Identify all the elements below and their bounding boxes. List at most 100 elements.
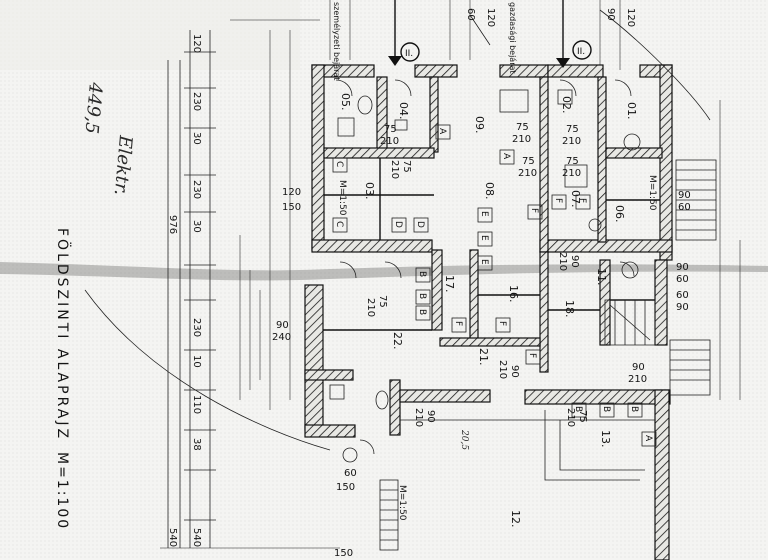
room-label-22: 12.: [509, 510, 522, 528]
dim-label: 210: [565, 408, 576, 427]
room-label-13: 17.: [443, 275, 456, 293]
faded-corner: [0, 0, 300, 70]
section-markers: II. II.: [400, 40, 592, 62]
dim-label: 75: [384, 124, 397, 135]
fixtures: [329, 89, 641, 463]
dim-label: 75: [577, 410, 588, 423]
local-scales: M=1:50 M=1:50 M=1:50: [337, 175, 657, 521]
dim-label: 90: [425, 410, 436, 423]
section-marker-1: II.: [405, 49, 413, 59]
entrance-label-service: gazdasági bejárat: [508, 2, 517, 74]
room-label-12: 16.: [507, 285, 520, 303]
side-dim: 976: [167, 215, 178, 234]
room-label-08: 08.: [483, 182, 496, 200]
dim-label: 150: [336, 482, 355, 493]
dim-label: 210: [413, 408, 424, 427]
left-dimension-chain: [167, 30, 216, 548]
entrance-markers: [388, 0, 570, 68]
door-tag: E: [479, 211, 489, 217]
door-tag: F: [497, 321, 507, 326]
side-dim: 230: [191, 92, 202, 111]
dim-label: 210: [557, 252, 568, 271]
door-tags: A A C C D D E E E B B B B B B F F F F F …: [332, 124, 657, 447]
door-tag: F: [577, 198, 587, 203]
dim-label: 60: [344, 468, 357, 479]
room-label-21: 13.: [599, 430, 612, 448]
door-tag: B: [601, 406, 611, 412]
door-tag: B: [417, 309, 427, 315]
dim-label: 90: [632, 362, 645, 373]
dim-label: 75: [401, 160, 412, 173]
dim-label: 210: [380, 136, 399, 147]
dim-label: 75: [522, 156, 535, 167]
scan-fold-band: [0, 262, 768, 281]
dim-label: 210: [562, 136, 581, 147]
dim-label: 210: [518, 168, 537, 179]
side-dimensions: 976 540 540 230 30 230 10 110 38 30 230 …: [167, 34, 202, 547]
leader-lines: [84, 9, 711, 451]
dim-label: 75: [516, 122, 529, 133]
dim-label: 150: [334, 548, 353, 559]
door-dimensions: 75 210 75 210 75 210 75 210 75 210 120 1…: [272, 8, 691, 559]
dim-label: 210: [497, 360, 508, 379]
grid-lines: [160, 0, 741, 549]
dim-label: 210: [389, 160, 400, 179]
room-label-17: 21.: [477, 348, 490, 366]
dim-label: 120: [282, 187, 301, 198]
side-dim: 540: [167, 528, 178, 547]
room-label-02: 02.: [560, 96, 573, 114]
room-labels: 05. 04. 09. 02. 01. 03. 08. 07. 06. 17. …: [339, 93, 638, 528]
door-tag: F: [453, 321, 463, 326]
dim-label: 90: [676, 262, 689, 273]
dim-label: 150: [282, 202, 301, 213]
side-dim: 30: [191, 132, 202, 145]
local-scale: M=1:50: [397, 485, 407, 521]
dim-label: 210: [365, 298, 376, 317]
door-tag: A: [437, 128, 447, 135]
courtyard-outline: [400, 410, 655, 481]
room-label-01: 01.: [625, 102, 638, 120]
door-tag: C: [334, 221, 344, 227]
door-swings: [335, 79, 635, 455]
room-label-04: 04.: [397, 102, 410, 120]
side-dim: 230: [191, 318, 202, 337]
door-tag: F: [527, 353, 537, 358]
door-tag: D: [415, 221, 425, 228]
room-label-03: 03.: [363, 182, 376, 200]
door-tag: D: [393, 221, 403, 228]
room-label-06: 06.: [613, 205, 626, 223]
door-tag: B: [417, 271, 427, 277]
dim-label: 60: [465, 8, 476, 21]
room-label-16: 18.: [563, 300, 576, 318]
room-label-07: 07.: [569, 190, 582, 208]
door-tag: B: [573, 406, 583, 412]
dim-label: 75: [566, 156, 579, 167]
door-tag: C: [334, 161, 344, 167]
dim-label: 210: [562, 168, 581, 179]
note-small: 20,5: [459, 429, 469, 450]
stair-lower: [669, 339, 711, 396]
plan-scale: M=1:100: [54, 452, 70, 530]
side-dim: 230: [191, 180, 202, 199]
dim-label: 60: [676, 290, 689, 301]
door-tag: B: [629, 406, 639, 412]
door-tag: E: [479, 235, 489, 241]
side-dim: 38: [191, 438, 202, 451]
dim-label: 120: [485, 8, 496, 27]
section-marker-2: II.: [577, 47, 585, 57]
entrance-stair: [379, 479, 399, 551]
room-label-05: 05.: [339, 93, 352, 111]
dim-label: 210: [628, 374, 647, 385]
door-tag: F: [529, 208, 539, 213]
dim-label: 90: [569, 255, 580, 268]
dim-label: 210: [512, 134, 531, 145]
dim-label: 90: [276, 320, 289, 331]
local-scale: M=1:50: [337, 180, 347, 216]
dim-label: 75: [377, 295, 388, 308]
dim-label: 90: [509, 365, 520, 378]
door-tag: A: [643, 435, 653, 442]
plan-title: FÖLDSZINTI ALAPRAJZ: [54, 228, 72, 441]
side-dim: 120: [191, 34, 202, 53]
side-dim: 30: [191, 220, 202, 233]
dim-label: 60: [678, 202, 691, 213]
